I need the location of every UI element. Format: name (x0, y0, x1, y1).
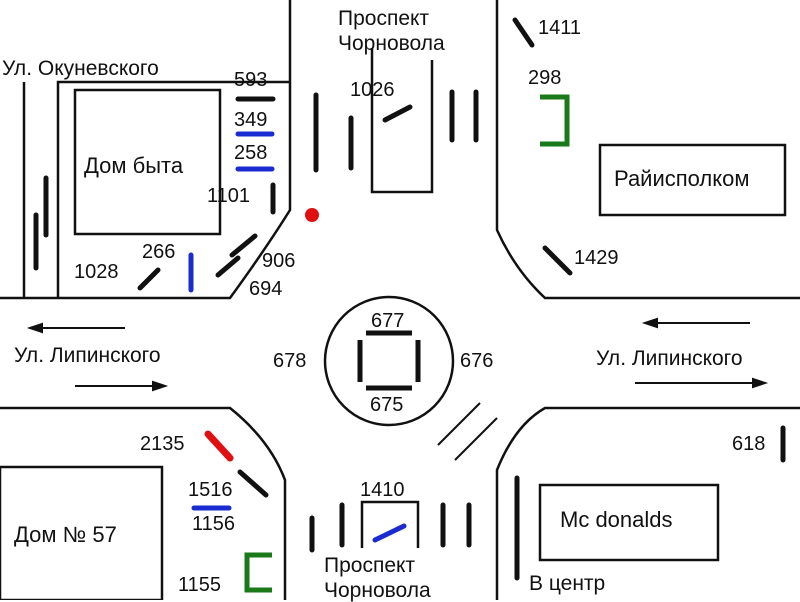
pole-1429 (542, 245, 573, 276)
bracket-1155 (244, 552, 272, 593)
stop-number-1411: 1411 (538, 17, 582, 39)
stop-number-258: 258 (234, 142, 268, 164)
building-label-mcdonalds: Mc donalds (560, 507, 673, 532)
stop-number-2135: 2135 (140, 433, 185, 455)
stop-markers-black (33, 17, 786, 581)
roundabout (323, 295, 455, 427)
street-label-chornovola-bottom-2: Чорновола (324, 579, 431, 602)
street-label-okunevskogo: Ул. Окуневского (2, 57, 159, 80)
pole-906 (229, 233, 258, 258)
stop-number-618: 618 (732, 433, 766, 455)
stop-number-349: 349 (234, 109, 268, 131)
stop-number-1410: 1410 (360, 479, 405, 501)
pole-1026 (382, 104, 413, 123)
bracket-298 (540, 94, 570, 147)
building-label-dom-57: Дом № 57 (14, 522, 117, 547)
road-edge-okunevskogo-right (56, 80, 290, 298)
stop-number-1429: 1429 (574, 247, 619, 269)
street-label-chornovola-bottom-1: Проспект (324, 554, 416, 577)
stop-markers-green (244, 94, 570, 593)
building-raiispolkom (598, 143, 787, 217)
stop-number-1155: 1155 (178, 574, 222, 596)
building-mcdonalds (538, 483, 720, 562)
stop-number-266: 266 (142, 241, 176, 263)
stop-number-593: 593 (234, 69, 268, 91)
road-edge-lower-right (495, 406, 800, 600)
tram-island-top (370, 48, 434, 194)
building-dom-57 (0, 465, 164, 600)
pole-1410 (372, 523, 407, 543)
pole-1411 (512, 17, 535, 48)
stop-number-676: 676 (460, 350, 494, 372)
stop-number-1516: 1516 (188, 479, 233, 501)
stop-number-1156: 1156 (192, 513, 236, 535)
stop-markers-blue (188, 131, 407, 543)
red-dot-marker (305, 208, 319, 222)
buildings (0, 48, 787, 600)
stop-number-675: 675 (370, 394, 404, 416)
street-label-lipinskogo-right: Ул. Липинского (596, 347, 743, 370)
stop-number-1101: 1101 (207, 185, 251, 207)
stop-number-1026: 1026 (350, 79, 395, 101)
stop-number-298: 298 (528, 67, 562, 89)
stop-number-678: 678 (273, 350, 307, 372)
stop-number-694: 694 (249, 278, 283, 300)
building-label-raiispolkom: Райисполком (614, 166, 750, 191)
road-edge-upper-left (0, 0, 292, 300)
building-dom-byta (73, 88, 222, 236)
pole-694 (215, 255, 241, 278)
pole-1516 (237, 469, 269, 498)
street-label-to-center: В центр (529, 572, 606, 595)
road-edge-lower-left (0, 406, 287, 600)
stop-number-906: 906 (262, 250, 296, 272)
road-edge-upper-right (495, 0, 800, 300)
pole-1028 (137, 267, 161, 291)
tram-island-bottom (360, 500, 420, 548)
stop-number-1028: 1028 (74, 261, 119, 283)
street-label-chornovola-top-2: Чорновола (338, 32, 445, 55)
stop-number-677: 677 (371, 310, 405, 332)
building-label-dom-byta: Дом быта (84, 153, 184, 178)
street-label-chornovola-top-1: Проспект (338, 7, 430, 30)
street-label-lipinskogo-left: Ул. Липинского (14, 344, 161, 367)
pole-2135 (204, 430, 234, 462)
lane-arrows (26, 317, 769, 461)
